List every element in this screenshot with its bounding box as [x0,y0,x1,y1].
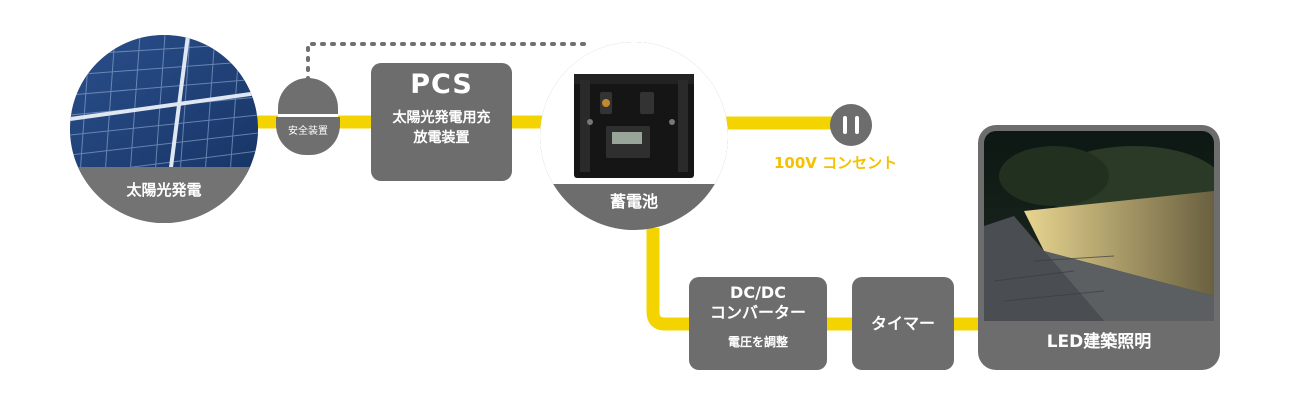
pcs-title: PCS [410,69,473,100]
dcdc-line1: DC/DC [730,283,786,302]
safety-device-dome [278,78,338,114]
battery-node: 蓄電池 [540,42,728,230]
battery-image [574,74,694,178]
wire-battery-dcdc [646,228,692,331]
dcdc-converter-box: DC/DC コンバーター 電圧を調整 [689,277,827,370]
battery-label: 蓄電池 [609,192,658,211]
led-lighting-node: LED建築照明 [978,125,1220,370]
timer-box: タイマー [852,277,954,370]
pcs-line2: 放電装置 [413,130,470,146]
safety-device-label: 安全装置 [276,117,340,155]
led-label: LED建築照明 [1046,332,1152,352]
outlet-slot-left [843,116,847,134]
pcs-line1: 太陽光発電用充 [392,110,491,126]
outlet-icon [830,104,872,146]
led-lighting-image [984,131,1214,321]
dcdc-sub: 電圧を調整 [727,335,788,349]
solar-panel-node: 太陽光発電 [70,35,258,223]
solar-panel-image [70,35,258,175]
safety-device-node: 安全装置 [276,78,340,160]
dcdc-line2: コンバーター [709,303,806,322]
solar-label: 太陽光発電 [70,167,258,223]
outlet-slot-right [855,116,859,134]
pcs-box: PCS 太陽光発電用充 放電装置 [371,63,512,181]
outlet-label: 100V コンセント [774,154,898,172]
dotted-signal-line [306,42,592,82]
